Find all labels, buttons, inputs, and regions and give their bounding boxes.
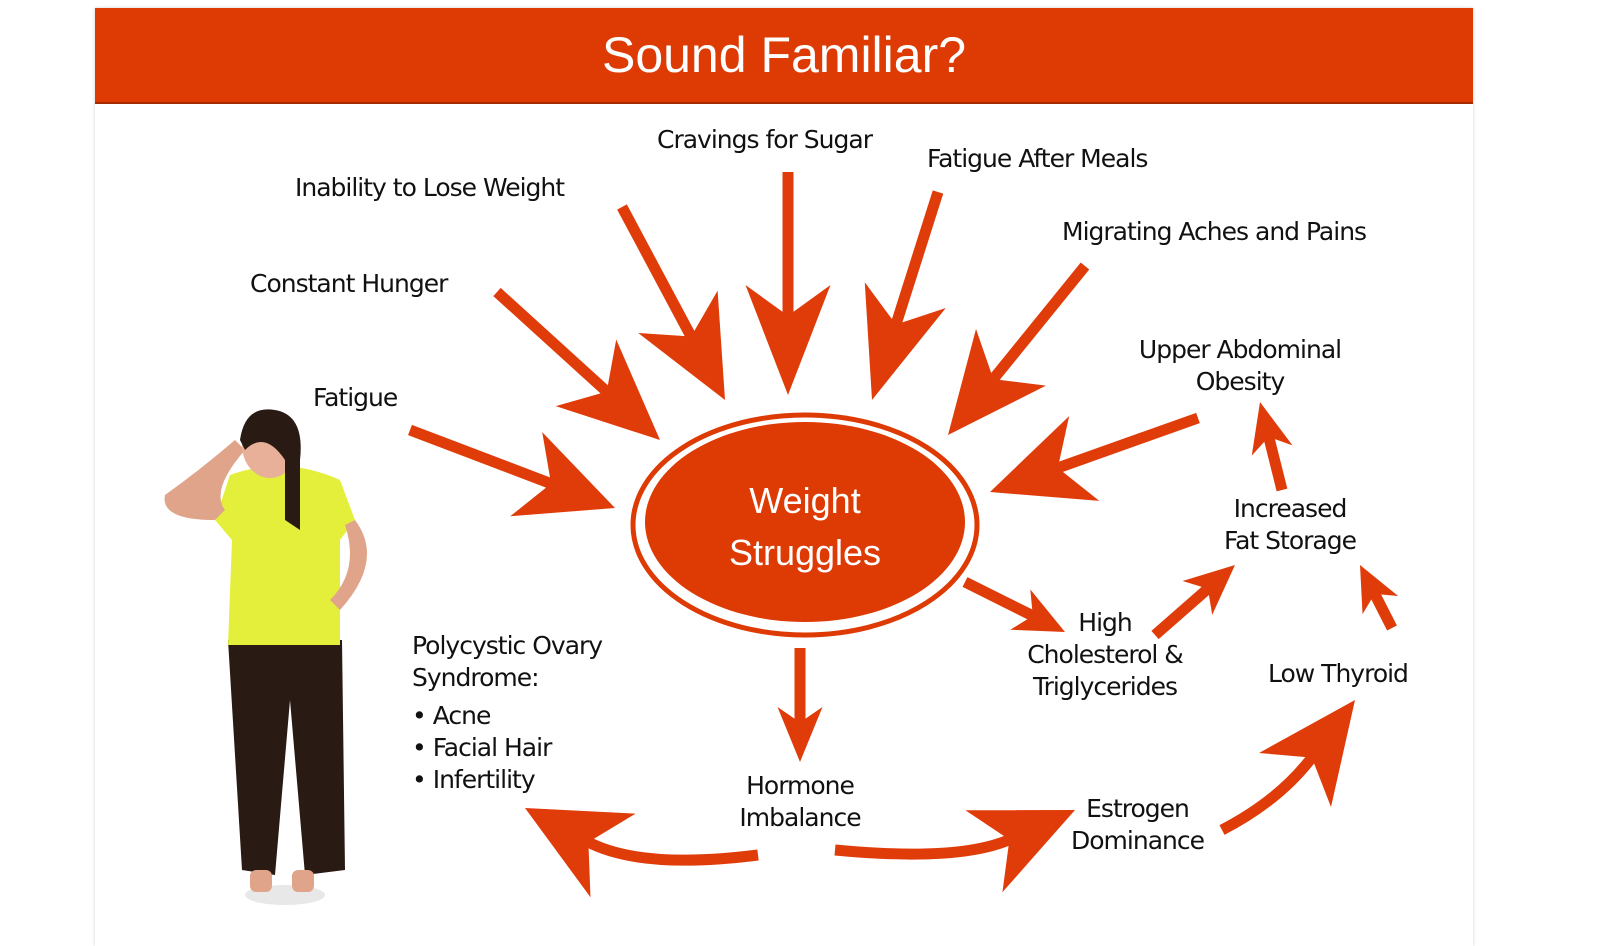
arrow-shaft	[834, 833, 1014, 860]
arrowhead	[525, 808, 636, 898]
label-estrogen-dominance: Estrogen Dominance	[1055, 793, 1220, 857]
estrogen-line-2: Dominance	[1071, 826, 1205, 855]
arrow-shaft	[987, 262, 1090, 385]
arrow-shaft	[1151, 583, 1213, 640]
high-chol-line-3: Triglycerides	[1032, 672, 1178, 701]
label-fatigue: Fatigue	[313, 383, 398, 412]
label-fatigue-after-meals: Fatigue After Meals	[927, 144, 1148, 173]
arrowhead	[948, 328, 1046, 435]
arrow-shaft	[617, 204, 697, 341]
arrow-constant-hunger	[493, 287, 660, 440]
arrow-shaft	[1369, 590, 1397, 631]
pcos-line-2: Syndrome:	[412, 663, 540, 692]
arrow-to-low-thyroid	[1219, 700, 1355, 835]
center-line-1: Weight	[749, 480, 861, 521]
estrogen-line-1: Estrogen	[1086, 794, 1190, 823]
arrow-shaft	[408, 424, 555, 490]
arrow-fatigue	[408, 424, 615, 517]
center-ellipse	[645, 422, 965, 622]
page-title: Sound Familiar?	[601, 27, 967, 83]
label-hormone-imbalance: Hormone Imbalance	[720, 770, 880, 834]
arrow-to-hormone	[777, 648, 823, 762]
high-chol-line-1: High	[1078, 608, 1132, 637]
arrow-inability	[617, 204, 725, 400]
arrowhead	[745, 285, 831, 395]
arrow-shaft	[1219, 752, 1318, 835]
arrow-shaft	[962, 577, 1037, 622]
arrow-cravings	[745, 172, 831, 395]
arrow-to-increased-fat	[1151, 565, 1235, 640]
label-upper-abdominal-obesity: Upper Abdominal Obesity	[1120, 334, 1360, 398]
arrow-fat-to-obesity	[1251, 402, 1293, 492]
pcos-line-1: Polycystic Ovary	[412, 631, 603, 660]
arrowhead	[1360, 565, 1399, 615]
arrowhead	[638, 290, 725, 400]
arrow-to-estrogen	[834, 810, 1075, 893]
arrows	[408, 172, 1399, 898]
arrowhead	[510, 432, 615, 517]
hormone-line-1: Hormone	[746, 771, 855, 800]
woman-figure	[164, 409, 367, 905]
arrowhead	[990, 416, 1100, 501]
label-cravings-sugar: Cravings for Sugar	[657, 125, 873, 154]
label-high-cholesterol: High Cholesterol & Triglycerides	[1010, 607, 1200, 703]
arrow-to-pcos	[525, 808, 759, 898]
center-line-2: Struggles	[728, 532, 882, 573]
increased-fat-line-2: Fat Storage	[1224, 526, 1357, 555]
arrow-shaft	[1263, 434, 1288, 492]
label-migrating-aches: Migrating Aches and Pains	[1062, 217, 1367, 246]
upper-abdominal-line-2: Obesity	[1195, 367, 1286, 396]
arrowhead	[864, 282, 946, 400]
arrow-migrating	[948, 262, 1090, 435]
hormone-line-2: Imbalance	[739, 803, 861, 832]
arrowhead	[1259, 700, 1355, 807]
increased-fat-line-1: Increased	[1233, 494, 1348, 523]
pcos-item-infertility: • Infertility	[412, 765, 536, 794]
high-chol-line-2: Cholesterol &	[1027, 640, 1184, 669]
arrowhead	[1251, 402, 1293, 456]
arrow-shaft	[1054, 412, 1200, 474]
arrowhead	[777, 707, 823, 762]
arrow-to-high-cholesterol	[962, 577, 1065, 632]
arrow-shaft	[584, 836, 759, 866]
arrow-upper-abdominal	[990, 412, 1200, 501]
label-increased-fat-storage: Increased Fat Storage	[1200, 493, 1380, 557]
label-pcos: Polycystic Ovary Syndrome: • Acne • Faci…	[412, 630, 603, 796]
arrow-shaft	[890, 190, 944, 329]
center-label: Weight Struggles	[660, 475, 950, 579]
upper-abdominal-line-1: Upper Abdominal	[1138, 335, 1342, 364]
pcos-item-facial-hair: • Facial Hair	[412, 733, 552, 762]
arrowhead	[1010, 589, 1065, 632]
arrow-thyroid-to-fat	[1360, 565, 1399, 631]
arrowhead	[1182, 565, 1235, 615]
label-constant-hunger: Constant Hunger	[250, 269, 448, 298]
arrow-fatigue-meals	[864, 190, 946, 400]
pcos-item-acne: • Acne	[412, 701, 491, 730]
title-banner: Sound Familiar?	[95, 8, 1473, 104]
arrowhead	[555, 339, 660, 440]
label-inability-lose-weight: Inability to Lose Weight	[295, 173, 565, 202]
arrow-shaft	[493, 287, 612, 398]
arrowhead	[965, 810, 1075, 893]
label-low-thyroid: Low Thyroid	[1268, 659, 1409, 688]
